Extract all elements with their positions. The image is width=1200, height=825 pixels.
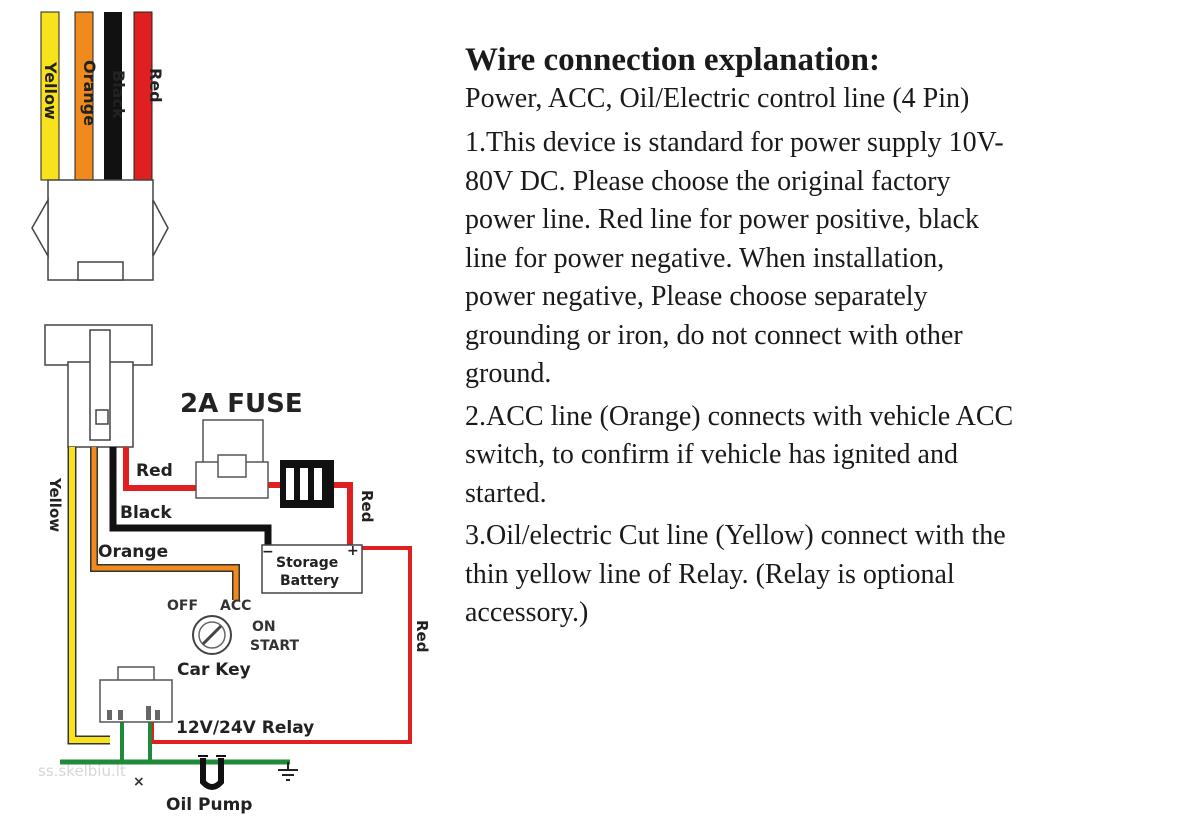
switch-x-icon: ×	[133, 774, 145, 790]
key-acc-label: ACC	[220, 598, 251, 614]
battery-label-line2: Battery	[280, 573, 339, 589]
label-red-fuse-wire: Red	[358, 490, 376, 522]
car-key-switch: OFF ACC ON START Car Key	[167, 598, 300, 680]
key-off-label: OFF	[167, 598, 198, 614]
connector-plug	[31, 179, 169, 281]
label-yellow-wire: Yellow	[46, 477, 64, 532]
label-red-wire: Red	[136, 461, 173, 481]
explanation-panel: Wire connection explanation: Power, ACC,…	[465, 40, 1165, 637]
fuse-block	[280, 460, 334, 508]
explanation-point-1: 1.This device is standard for power supp…	[465, 127, 1004, 389]
oil-pump: × Oil Pump	[133, 755, 252, 815]
battery-neg-terminal: −	[262, 544, 274, 560]
label-red-long-wire: Red	[413, 620, 431, 652]
fuse-label: 2A FUSE	[180, 389, 303, 419]
explanation-heading: Wire connection explanation:	[465, 42, 880, 78]
label-black-wire: Black	[120, 503, 172, 523]
connector-label-black: Black	[109, 70, 128, 119]
fuse	[195, 419, 269, 499]
wiring-diagram: Yellow Orange Black Red	[31, 11, 431, 815]
battery-pos-terminal: +	[347, 543, 359, 559]
connector-socket	[44, 324, 153, 448]
relay-label: 12V/24V Relay	[176, 718, 314, 738]
watermark-text: ss.skelbiu.lt	[38, 762, 126, 780]
label-orange-wire: Orange	[98, 542, 168, 562]
wiring	[60, 447, 412, 765]
ground-icon	[278, 762, 298, 781]
storage-battery: Storage Battery − +	[261, 543, 363, 594]
black-wire-top	[104, 12, 122, 180]
connector-label-red: Red	[146, 68, 165, 103]
connector-wires: Yellow Orange Black Red	[40, 11, 165, 181]
explanation-subheading: Power, ACC, Oil/Electric control line (4…	[465, 83, 970, 114]
oil-pump-label: Oil Pump	[166, 795, 252, 815]
connector-label-orange: Orange	[80, 60, 99, 126]
key-start-label: START	[250, 638, 300, 654]
battery-label-line1: Storage	[276, 555, 338, 571]
connector-label-yellow: Yellow	[41, 61, 60, 120]
explanation-point-2: 2.ACC line (Orange) connects with vehicl…	[465, 400, 1014, 509]
explanation-point-3: 3.Oil/electric Cut line (Yellow) connect…	[465, 520, 1006, 628]
key-on-label: ON	[252, 619, 276, 635]
car-key-label: Car Key	[177, 660, 251, 680]
relay: 12V/24V Relay	[99, 666, 314, 738]
